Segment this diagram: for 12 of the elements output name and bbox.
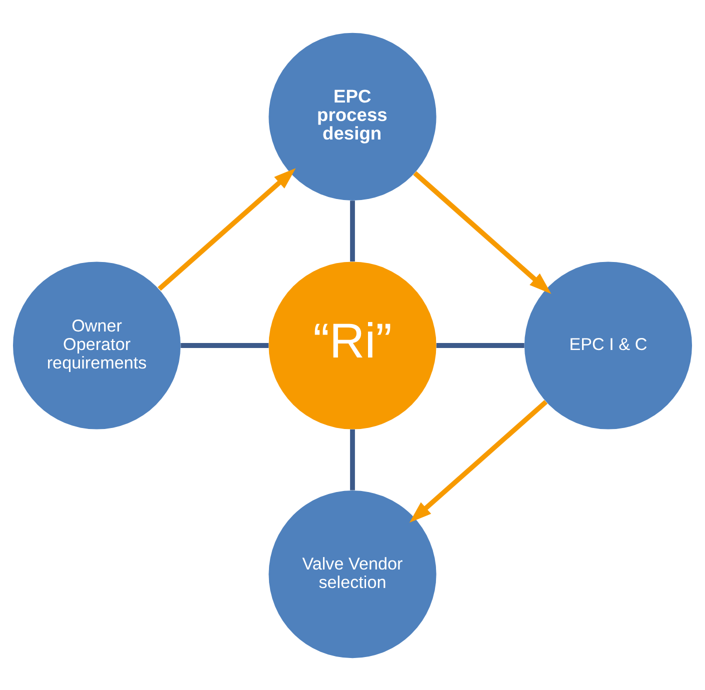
node-circle: EPC process design xyxy=(268,32,436,200)
arrow xyxy=(409,399,548,522)
connector xyxy=(350,200,355,261)
connector xyxy=(180,342,269,348)
arrow xyxy=(413,170,552,294)
connector xyxy=(350,428,355,490)
node-circle: Valve Vendor selection xyxy=(268,490,436,658)
connector xyxy=(436,342,524,348)
arrow xyxy=(158,168,296,290)
node-circle: “Ri” xyxy=(268,261,436,429)
node-circle: Owner Operator requirements xyxy=(12,261,181,429)
node-circle: EPC I & C xyxy=(524,261,692,429)
